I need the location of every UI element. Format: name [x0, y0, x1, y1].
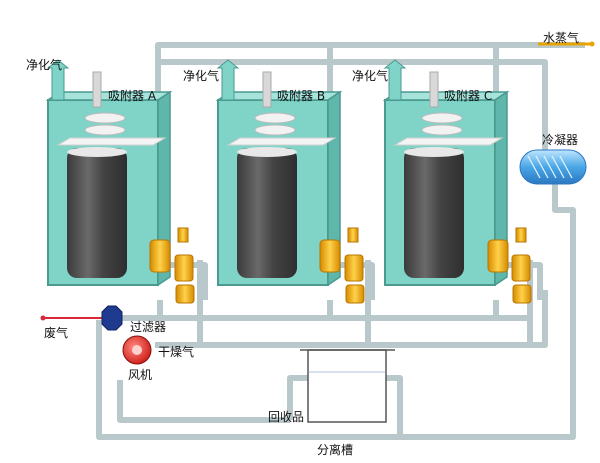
- pipe-sep-left: [287, 375, 310, 420]
- condenser-label: 冷凝器: [542, 133, 579, 147]
- adsorber-c-label: 吸附器 C: [444, 89, 493, 103]
- separator-label: 分离槽: [317, 443, 354, 457]
- filter-icon: [101, 305, 123, 331]
- adsorber-a-label: 吸附器 A: [108, 89, 157, 103]
- clean-gas-label-c: 净化气: [352, 69, 389, 83]
- waste-gas-label: 废气: [44, 326, 69, 340]
- clean-gas-label-a: 净化气: [26, 58, 63, 72]
- adsorber-c: [382, 59, 510, 287]
- recovered-label: 回收品: [268, 410, 305, 424]
- adsorber-b: [215, 59, 343, 287]
- pipe-sep-right: [385, 375, 403, 437]
- separator-tank: [300, 349, 395, 423]
- valves-b: [319, 227, 365, 304]
- pipe-dry-gas: [155, 290, 548, 348]
- valves-c: [487, 227, 532, 304]
- pipe-bottom-loop: [96, 180, 576, 440]
- filter-label: 过滤器: [130, 320, 167, 334]
- steam-label: 水蒸气: [543, 31, 580, 45]
- valves-a: [149, 227, 195, 304]
- fan-icon: [122, 335, 152, 365]
- clean-gas-label-b: 净化气: [183, 69, 220, 83]
- fan-label: 风机: [128, 368, 153, 382]
- adsorber-b-label: 吸附器 B: [277, 89, 326, 103]
- steam-inlet-dot: [589, 41, 595, 47]
- waste-gas-inlet-dot: [40, 315, 46, 321]
- condenser-unit: [519, 149, 587, 185]
- adsorber-a: [45, 59, 173, 287]
- dry-gas-label: 干燥气: [158, 345, 195, 359]
- pipe-to-condenser: [515, 59, 548, 150]
